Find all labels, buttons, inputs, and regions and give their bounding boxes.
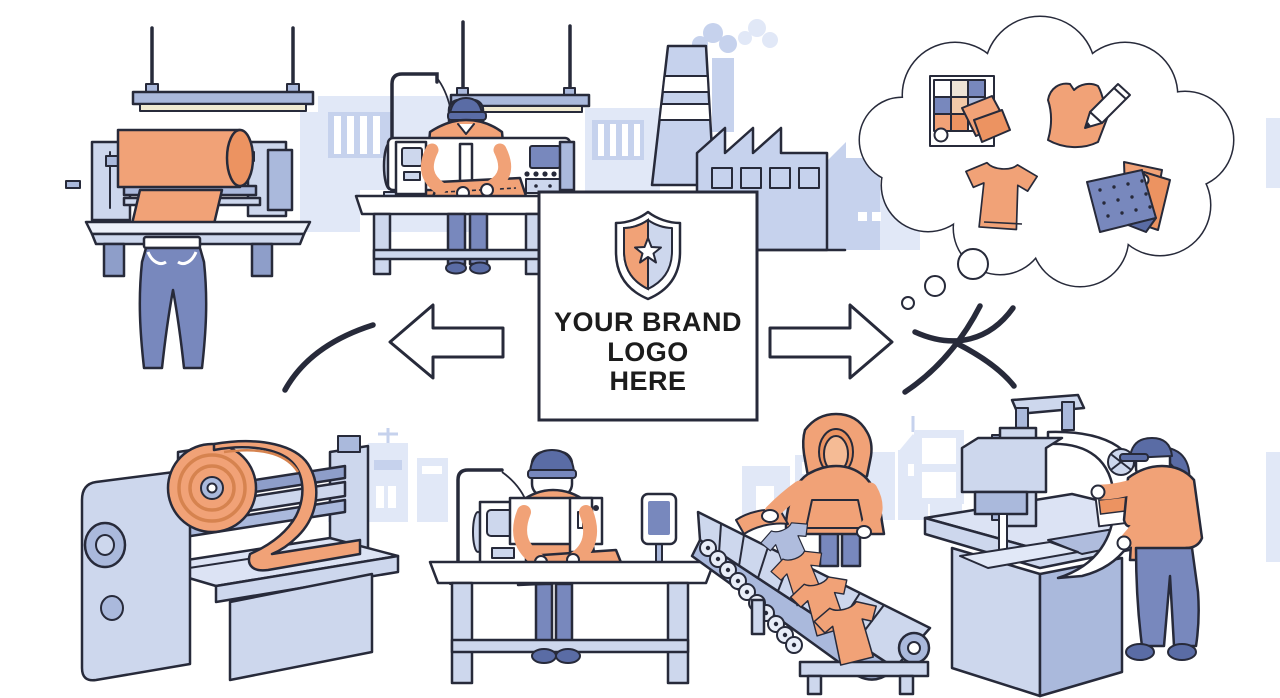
- trousers: [138, 235, 208, 370]
- orange-fabric-roll: [166, 442, 258, 534]
- thought-trail-bubble: [901, 296, 915, 310]
- thought-trail-bubble: [957, 248, 989, 280]
- brand-text-line-1: YOUR BRAND: [554, 307, 742, 337]
- fabric-roll-winder: [65, 128, 312, 278]
- conveyor-belt-station: [690, 412, 932, 696]
- arrow-left: [388, 303, 505, 380]
- industrial-sewing-station: [354, 72, 606, 276]
- hoodie-worker: [784, 412, 886, 568]
- fabric-ribbon: [212, 440, 362, 572]
- brand-text-line-2: LOGO: [607, 337, 689, 367]
- swoosh-left: [282, 322, 376, 393]
- fabric-swatches-icon: [1086, 161, 1171, 233]
- design-thought-bubble: [858, 15, 1235, 310]
- shield-star-icon: [614, 210, 682, 301]
- orange-fabric-roll: [116, 128, 255, 189]
- t-shirt-icon: [961, 160, 1039, 232]
- kangaroo-pocket: [805, 499, 865, 529]
- hanging-light-left: [131, 26, 315, 112]
- work-table-top: [428, 560, 716, 585]
- phone-on-stand: [640, 492, 678, 573]
- swoosh-right: [902, 303, 1017, 395]
- factory-small-chimney: [712, 58, 734, 132]
- thought-trail-bubble: [924, 275, 946, 297]
- fabric-cutting-station: [923, 393, 1204, 698]
- cap: [529, 449, 575, 473]
- winder-table-top: [84, 220, 312, 236]
- arrow-right: [768, 303, 894, 380]
- machine-operator: [1090, 437, 1204, 661]
- brand-text-line-3: HERE: [609, 366, 686, 396]
- color-swatch-palette-icon: [929, 75, 1011, 147]
- fabric-calender-machine: [80, 435, 400, 682]
- pattern-piece-pencil-icon: [1047, 82, 1131, 148]
- fabric-sheet: [130, 188, 224, 226]
- brand-logo-box: YOUR BRAND LOGO HERE: [537, 190, 759, 422]
- sewing-workstation: [428, 449, 716, 685]
- belt-rollers: [699, 539, 803, 654]
- machine-screen: [529, 145, 561, 169]
- hanging-light-center: [449, 20, 591, 113]
